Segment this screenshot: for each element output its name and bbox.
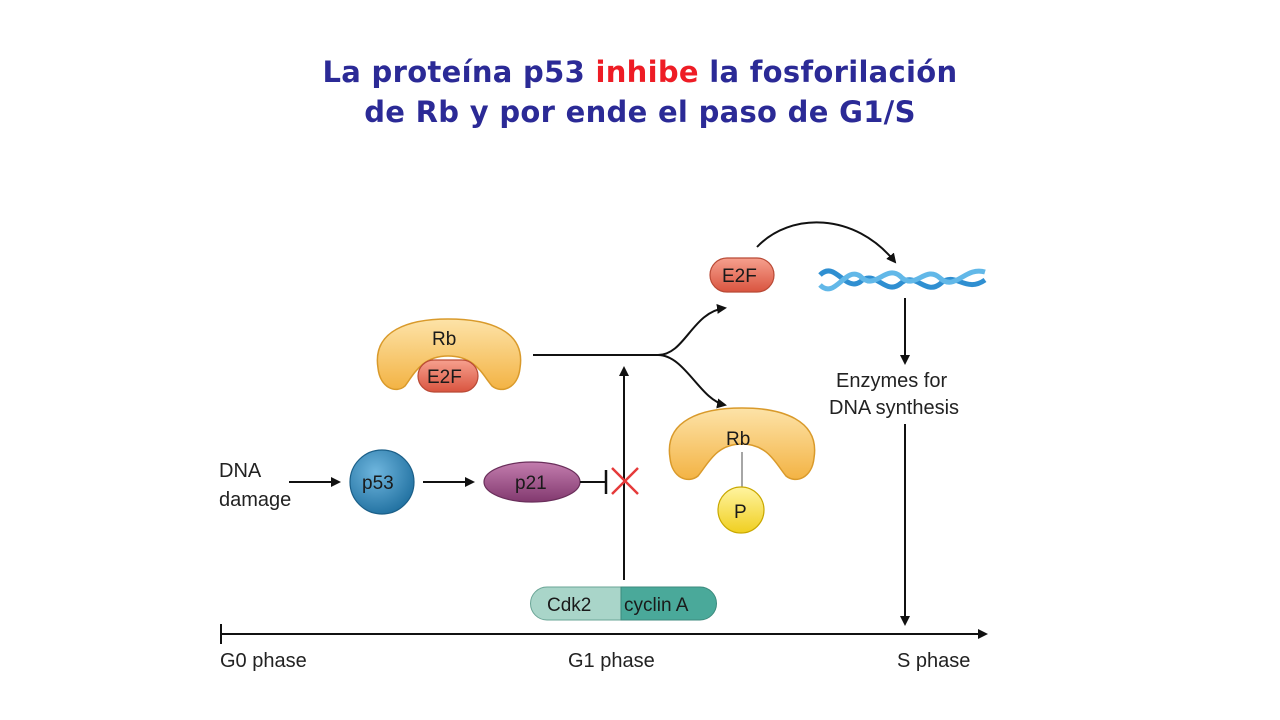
- g1-phase-label: G1 phase: [568, 650, 655, 672]
- bound-e2f: [417, 359, 479, 393]
- cdk2-label: Cdk2: [547, 595, 591, 616]
- phase-timeline: G0 phase G1 phase S phase: [220, 624, 988, 672]
- g0-phase-label: G0 phase: [220, 650, 307, 672]
- rb-e2f-complex: Rb E2F: [376, 318, 522, 393]
- dna-helix-icon: [818, 268, 987, 292]
- free-e2f-label: E2F: [722, 266, 757, 287]
- phosphorylated-rb: Rb P: [668, 407, 816, 534]
- block-x-icon: [611, 467, 639, 495]
- page-title: La proteína p53 inhibe la fosforilación …: [0, 52, 1280, 132]
- phos-rb-label: Rb: [726, 429, 750, 450]
- phosphate-label: P: [734, 502, 747, 523]
- bound-e2f-label: E2F: [427, 367, 462, 388]
- p21-label: p21: [515, 473, 547, 494]
- s-phase-label: S phase: [897, 650, 970, 672]
- p21-protein: p21: [483, 461, 581, 503]
- cyclin-label: cyclin A: [624, 595, 689, 616]
- title-line-1: La proteína p53 inhibe la fosforilación: [322, 55, 958, 89]
- dna-damage-label-line-2: damage: [219, 489, 291, 511]
- enzymes-label-line-2: DNA synthesis: [829, 397, 959, 419]
- title-line-2: de Rb y por ende el paso de G1/S: [364, 95, 916, 129]
- dna-damage-label-line-1: DNA: [219, 460, 262, 482]
- phosphate-group: [717, 486, 765, 534]
- p53-protein: p53: [349, 449, 415, 515]
- free-e2f: E2F: [709, 257, 775, 293]
- title-highlight: inhibe: [595, 55, 699, 89]
- p53-label: p53: [362, 473, 394, 494]
- enzymes-label-line-1: Enzymes for: [836, 370, 947, 392]
- cdk2-cyclin-complex: Cdk2 cyclin A: [530, 586, 717, 621]
- rb-label: Rb: [432, 329, 456, 350]
